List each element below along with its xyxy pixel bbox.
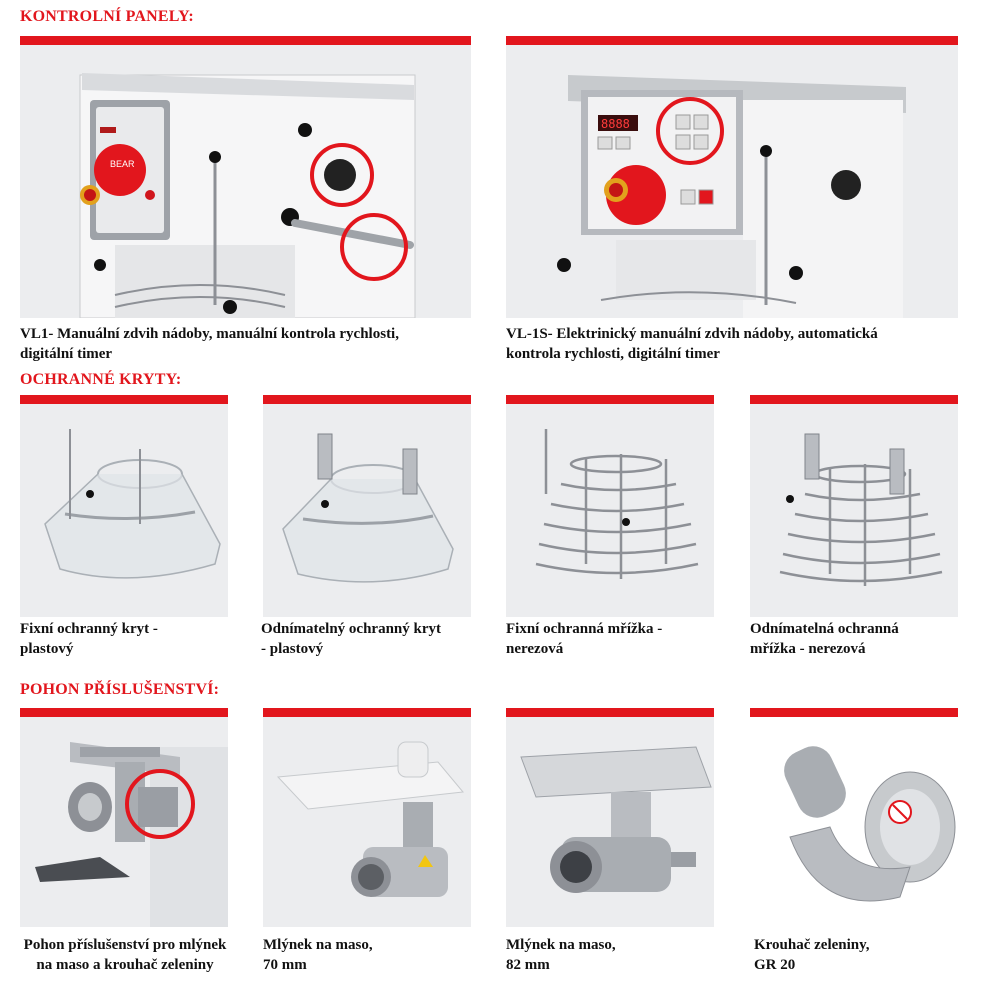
guard-caption: Fixní ochranná mřížka - nerezová: [506, 621, 663, 657]
red-divider: [750, 708, 958, 717]
accessory-caption: Krouhač zeleniny, GR 20: [754, 937, 870, 973]
guard-caption: Odnímatelný ochranný kryt - plastový: [261, 621, 442, 657]
accessory-vegetable-slicer-image: [750, 717, 958, 927]
accessory-caption: Pohon příslušenství pro mlýnek na maso a…: [23, 937, 227, 973]
section-title-guards: OCHRANNÉ KRYTY:: [20, 371, 182, 388]
guard-fixed-plastic-image: [20, 404, 228, 617]
section-title-control-panels: KONTROLNÍ PANELY:: [20, 8, 194, 25]
accessory-grinder-82-image: [506, 717, 714, 927]
guard-removable-plastic-image: [263, 404, 471, 617]
guard-removable-steel-image: [750, 404, 958, 617]
red-divider: [506, 36, 958, 45]
vl1-panel-image: BEAR: [20, 45, 471, 318]
guard-caption: Odnímatelná ochranná mřížka - nerezová: [750, 621, 899, 657]
brand-logo: BEAR: [110, 159, 135, 169]
accessory-grinder-70-image: [263, 717, 471, 927]
accessory-caption: Mlýnek na maso, 82 mm: [506, 937, 616, 973]
accessory-drive-image: [20, 717, 228, 927]
red-divider: [506, 395, 714, 404]
digital-display: 8888: [601, 117, 630, 131]
accessory-caption: Mlýnek na maso, 70 mm: [263, 937, 373, 973]
red-divider: [20, 708, 228, 717]
red-divider: [20, 395, 228, 404]
section-title-drive: POHON PŘÍSLUŠENSTVÍ:: [20, 681, 220, 698]
vl1s-panel-image: 8888: [506, 45, 958, 318]
vl1s-caption: VL-1S- Elektrinický manuální zdvih nádob…: [506, 326, 878, 362]
red-divider: [750, 395, 958, 404]
red-divider: [263, 708, 471, 717]
vl1-caption: VL1- Manuální zdvih nádoby, manuální kon…: [20, 326, 399, 362]
guard-fixed-steel-image: [506, 404, 714, 617]
red-divider: [506, 708, 714, 717]
guard-caption: Fixní ochranný kryt - plastový: [20, 621, 158, 657]
red-divider: [263, 395, 471, 404]
red-divider: [20, 36, 471, 45]
